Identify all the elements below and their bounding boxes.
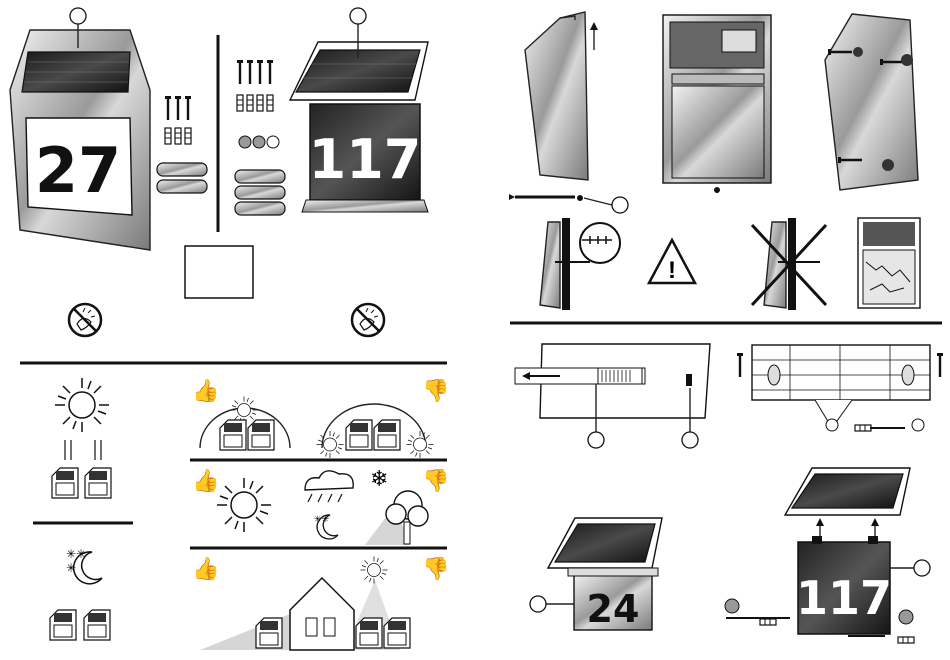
battery-icon [157,163,207,176]
cracked-panel [858,218,920,308]
solar-house-number-small: 27 [10,8,150,250]
svg-text:!: ! [668,257,676,284]
house-number-27: 27 [35,134,121,207]
right-page: ! [509,12,943,643]
battery-compartment [722,30,756,52]
solar-house-number-large: 117 [290,8,428,212]
callout-marker [70,8,86,24]
left-page: 27 [10,8,449,650]
assembly-exploded-117: 117 [725,468,930,643]
no-water-spray-icon [352,304,384,336]
blank-label-box [185,246,253,298]
mounting-detail [540,218,620,310]
unit-wall-mount [825,14,918,190]
moon-stars-icon: ✳✳✳ [66,547,102,584]
svg-text:👍: 👍 [192,468,219,493]
mounting-bracket [737,345,943,431]
thumbs-down-icon: 👎 [422,378,449,403]
svg-text:✳✳: ✳✳ [314,514,330,524]
house-icon [290,578,354,650]
svg-text:✳: ✳ [66,561,76,575]
charging-column: ✳✳✳ [33,378,133,640]
house-number-117: 117 [309,128,422,191]
placement-row-2: 👍 👎 ❄ ✳✳ [192,466,449,545]
house-number-24: 24 [587,587,640,631]
large-unit-accessories [235,60,285,215]
sun-icon [55,378,109,432]
incorrect-mount [752,218,826,310]
warning-icon: ! [649,240,695,284]
no-water-spray-icon [69,304,101,336]
tree-icon [365,491,428,545]
house-number-117-assembly: 117 [796,571,892,625]
thumbs-up-icon: 👍 [192,378,219,403]
power-switch [686,374,692,386]
cloud-snow-icon: ❄ [305,466,388,502]
svg-text:✳✳: ✳✳ [66,547,86,561]
unit-back-switch [515,344,710,448]
mounted-sign-24: 24 [530,518,662,631]
small-unit-accessories [157,96,207,193]
unit-open-front [663,15,771,193]
unit-side-profile [509,12,628,213]
svg-text:👎: 👎 [422,556,449,581]
placement-row-1: 👍 👎 [192,378,449,458]
placement-row-3: 👍 👎 [192,556,449,650]
svg-text:👍: 👍 [192,556,219,581]
svg-text:👎: 👎 [422,468,449,493]
svg-text:❄: ❄ [370,466,388,491]
